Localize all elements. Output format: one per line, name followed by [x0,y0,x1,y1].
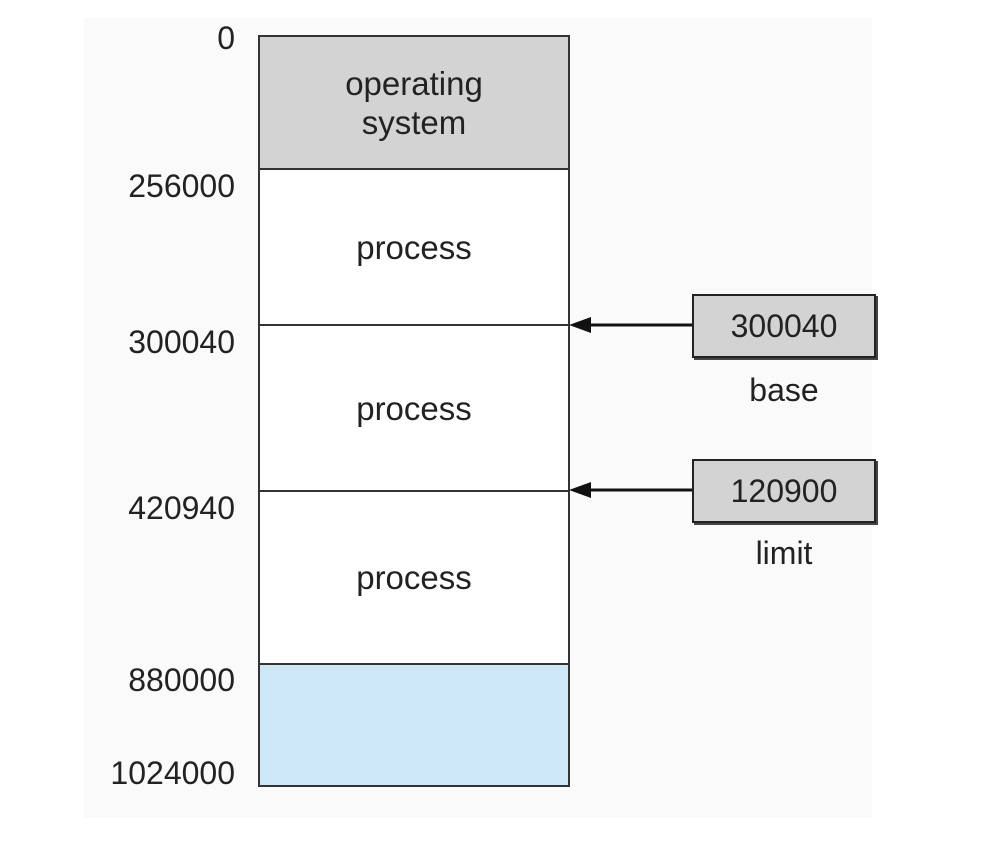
address-label-300040: 300040 [128,324,235,360]
limit-register-label: limit [755,535,813,571]
free-memory-block [260,665,568,785]
limit-register-box: 120900 [692,459,876,523]
base-register-box: 300040 [692,294,876,358]
base-register-value: 300040 [730,307,838,344]
address-label-256000: 256000 [128,168,235,204]
process-block-3: process [260,492,568,665]
memory-column: operating system process process process [258,35,570,787]
process-block-2: process [260,326,568,492]
operating-system-label: operating system [345,64,483,141]
address-label-420940: 420940 [128,490,235,526]
base-arrow [569,317,692,333]
operating-system-block: operating system [260,37,568,170]
process-block-1: process [260,170,568,326]
limit-arrow [569,482,692,498]
address-label-0: 0 [217,20,235,56]
address-label-1024000: 1024000 [110,755,235,791]
process-label-1: process [356,228,472,266]
limit-register-value: 120900 [730,472,838,509]
address-label-880000: 880000 [128,662,235,698]
process-label-2: process [356,389,472,427]
base-register-label: base [749,372,819,408]
process-label-3: process [356,559,472,596]
